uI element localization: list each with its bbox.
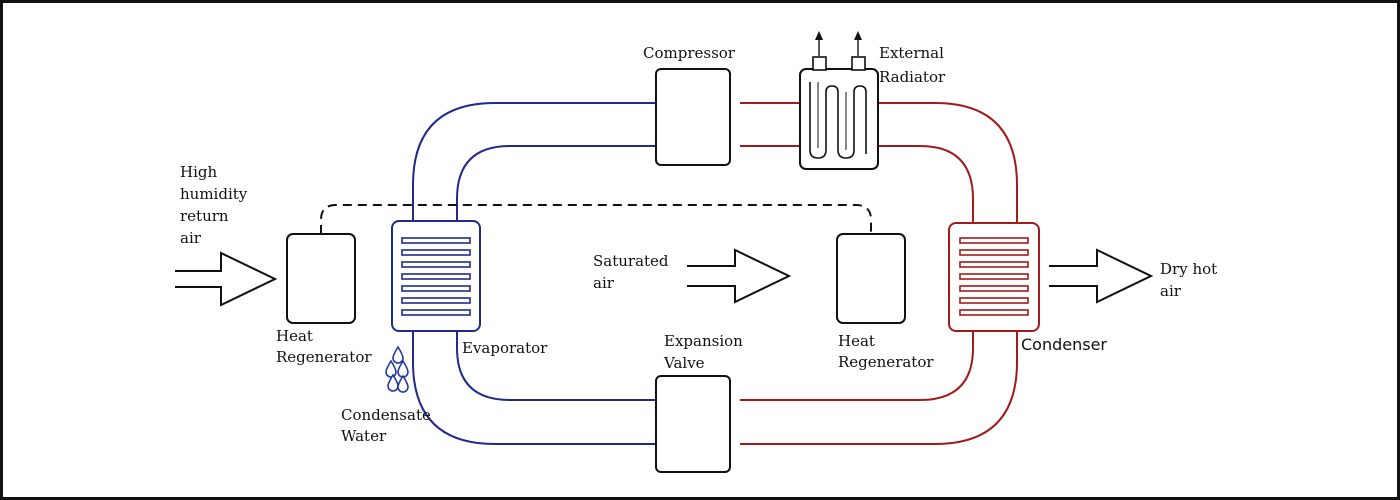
up-arrow-icon: [815, 31, 823, 56]
expansion-valve-label-line-1: Expansion: [664, 332, 743, 350]
left-regenerator-label-line-2: Regenerator: [276, 348, 372, 366]
expansion-valve-label-line-2: Valve: [663, 354, 705, 372]
hollow-arrow-icon: [175, 251, 278, 307]
hollow-arrow-icon: [1049, 248, 1154, 304]
hot-pipe-inner-bottom: [740, 332, 974, 401]
radiator-inlet-port: [812, 56, 827, 71]
up-arrow-icon: [854, 31, 862, 56]
regenerator-link-dashed: [320, 204, 872, 234]
evaporator-label: Evaporator: [462, 339, 548, 357]
right-heat-regenerator: [836, 233, 906, 324]
compressor: [655, 68, 731, 166]
radiator-label-line-2: Radiator: [879, 68, 946, 86]
left-heat-regenerator: [286, 233, 356, 324]
hot-refrigerant-loop: [740, 102, 1018, 445]
cold-refrigerant-loop: [412, 102, 656, 445]
external-radiator: [799, 31, 879, 170]
expansion-valve: [655, 375, 731, 473]
hollow-arrow-icon: [687, 248, 792, 304]
radiator-label-line-1: External: [879, 44, 944, 62]
outlet-air-label-line-1: Dry hot: [1160, 260, 1217, 278]
condensate-label-line-2: Water: [341, 427, 387, 445]
inlet-air-label-line-3: return: [180, 207, 229, 225]
condenser: [948, 222, 1040, 332]
hot-pipe-outer-top: [878, 102, 1018, 222]
inlet-air-label-line-2: humidity: [180, 185, 248, 203]
radiator-serpentine-coil: [809, 82, 867, 159]
inlet-air-label-line-1: High: [180, 163, 217, 181]
right-regenerator-label-line-2: Regenerator: [838, 353, 934, 371]
cold-pipe-outer-top: [412, 102, 656, 220]
inlet-air-label: High humidity return air: [180, 163, 248, 247]
saturated-air-label-line-2: air: [593, 274, 615, 292]
cold-pipe-outer-bottom: [412, 332, 656, 445]
right-regenerator-label-line-1: Heat: [838, 332, 875, 350]
condensate-label-line-1: Condensate: [341, 406, 431, 424]
condenser-fins: [959, 237, 1029, 316]
outlet-air-label-line-2: air: [1160, 282, 1182, 300]
saturated-air-label-line-1: Saturated: [593, 252, 669, 270]
water-drop-icon: [385, 345, 409, 393]
cold-pipe-inner-top: [456, 145, 656, 220]
compressor-label: Compressor: [643, 44, 736, 62]
evaporator: [391, 220, 481, 332]
left-regenerator-label-line-1: Heat: [276, 327, 313, 345]
radiator-body: [799, 68, 879, 170]
inlet-air-label-line-4: air: [180, 229, 202, 247]
condenser-label: Condenser: [1021, 335, 1107, 354]
radiator-coil-inner: [817, 82, 847, 150]
radiator-outlet-port: [851, 56, 866, 71]
cold-pipe-inner-bottom: [456, 332, 656, 401]
hot-pipe-inner-top: [878, 145, 974, 222]
evaporator-fins: [401, 237, 471, 316]
hot-pipe-outer-bottom: [740, 332, 1018, 445]
